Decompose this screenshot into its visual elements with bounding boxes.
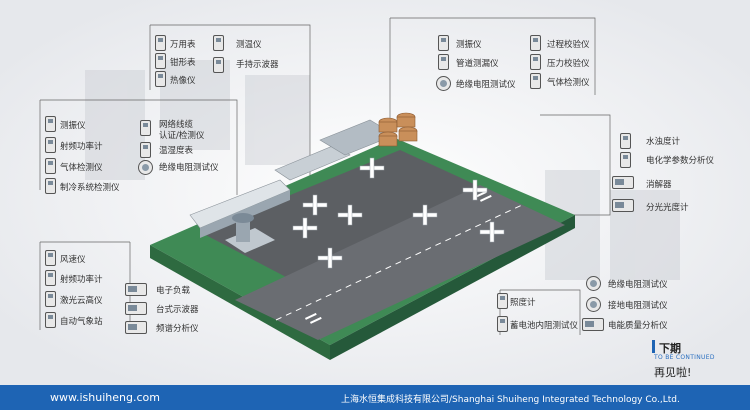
spectrophotometer-icon (612, 199, 634, 212)
label-anemometer: 风速仪 (60, 255, 86, 265)
label-rf-power-meter-2: 射频功率计 (60, 275, 103, 285)
tbc-title: 下期 (659, 342, 681, 355)
multimeter-icon (155, 35, 166, 51)
insulation-tester-icon (138, 160, 153, 175)
label-turbidimeter: 水浊度计 (646, 137, 681, 147)
footer-bar: www.ishuiheng.com 上海水恒集成科技有限公司/Shanghai … (0, 385, 750, 410)
label-vibration-meter-2: 测振仪 (60, 121, 86, 131)
gas-detector-icon (530, 73, 541, 89)
label-electrochemical-analyzer: 电化学参数分析仪 (646, 156, 715, 166)
label-clamp-meter: 钳形表 (170, 58, 196, 68)
earth-tester-icon (586, 297, 601, 312)
tbc-accent-bar (652, 340, 655, 353)
tbc-goodbye: 再见啦! (654, 366, 692, 379)
ceilometer-icon (45, 291, 56, 307)
refrigeration-tester-icon (45, 178, 56, 194)
terminal-buildings (189, 119, 396, 253)
label-weather-station: 自动气象站 (60, 317, 103, 327)
label-thermometer: 测温仪 (236, 40, 262, 50)
company-name: 上海水恒集成科技有限公司/Shanghai Shuiheng Integrate… (341, 395, 680, 405)
spectrum-analyzer-icon (125, 321, 147, 334)
clamp-meter-icon (155, 53, 166, 69)
label-handheld-oscilloscope: 手持示波器 (236, 60, 279, 70)
label-spectrophotometer: 分光光度计 (646, 203, 689, 213)
vibration-meter-icon (438, 35, 449, 51)
label-spectrum-analyzer: 频谱分析仪 (156, 324, 199, 334)
label-bench-oscilloscope: 台式示波器 (156, 305, 199, 315)
rf-power-meter-icon (45, 137, 56, 153)
bench-oscilloscope-icon (125, 302, 147, 315)
vibration-meter-icon (45, 116, 56, 132)
label-pipe-leak-detector: 管道测漏仪 (456, 59, 499, 69)
label-insulation-tester-3: 绝缘电阻测试仪 (608, 280, 668, 290)
label-pressure-calibrator: 压力校验仪 (547, 59, 590, 69)
aircraft (292, 157, 505, 269)
label-electronic-load: 电子负载 (156, 286, 191, 296)
label-battery-tester: 蓄电池内阻测试仪 (510, 321, 579, 331)
label-rf-power-meter-1: 射频功率计 (60, 142, 103, 152)
fuel-tanks (378, 112, 418, 147)
runway-centerline (275, 204, 523, 321)
label-power-quality-analyzer: 电能质量分析仪 (608, 321, 668, 331)
ground-side-right (330, 215, 575, 360)
lux-meter-icon (497, 293, 508, 309)
label-thermal-imager: 热像仪 (170, 76, 196, 86)
insulation-tester-icon (436, 76, 451, 91)
label-hygrometer: 温湿度表 (159, 146, 194, 156)
label-certification-tester: 认证/检测仪 (159, 131, 205, 141)
cable-certifier-icon (140, 120, 151, 136)
process-calibrator-icon (530, 35, 541, 51)
hygrometer-icon (140, 142, 151, 158)
digester-icon (612, 176, 634, 189)
leader-lines (39, 17, 611, 335)
thermal-imager-icon (155, 71, 166, 87)
label-gas-detector-2: 气体检测仪 (60, 163, 103, 173)
label-lux-meter: 照度计 (510, 298, 536, 308)
weather-station-icon (45, 312, 56, 328)
label-refrigeration-tester: 制冷系统检测仪 (60, 183, 120, 193)
tbc-subtitle: TO BE CONTINUED (654, 354, 715, 361)
power-quality-analyzer-icon (582, 318, 604, 331)
rf-power-meter-icon (45, 270, 56, 286)
label-network-cable: 网络线缆 (159, 120, 194, 130)
leak-detector-icon (438, 54, 449, 70)
oscilloscope-icon (213, 57, 224, 73)
battery-tester-icon (497, 316, 508, 332)
label-process-calibrator: 过程校验仪 (547, 40, 590, 50)
turbidimeter-icon (620, 133, 631, 149)
apron (200, 150, 520, 300)
thermometer-icon (213, 35, 224, 51)
pressure-calibrator-icon (530, 54, 541, 70)
electronic-load-icon (125, 283, 147, 296)
anemometer-icon (45, 250, 56, 266)
label-gas-detector-1: 气体检测仪 (547, 78, 590, 88)
label-insulation-tester-2: 绝缘电阻测试仪 (159, 163, 219, 173)
label-vibration-meter-1: 测振仪 (456, 40, 482, 50)
ground-side-left (150, 245, 330, 360)
label-earth-tester: 接地电阻测试仪 (608, 301, 668, 311)
label-multimeter: 万用表 (170, 40, 196, 50)
runway-markings (305, 190, 492, 324)
insulation-tester-icon (586, 276, 601, 291)
label-ceilometer: 激光云高仪 (60, 296, 103, 306)
gas-detector-icon (45, 158, 56, 174)
label-insulation-tester-1: 绝缘电阻测试仪 (456, 80, 516, 90)
label-digester: 消解器 (646, 180, 672, 190)
website-link[interactable]: www.ishuiheng.com (50, 391, 160, 404)
electrochemical-analyzer-icon (620, 152, 631, 168)
